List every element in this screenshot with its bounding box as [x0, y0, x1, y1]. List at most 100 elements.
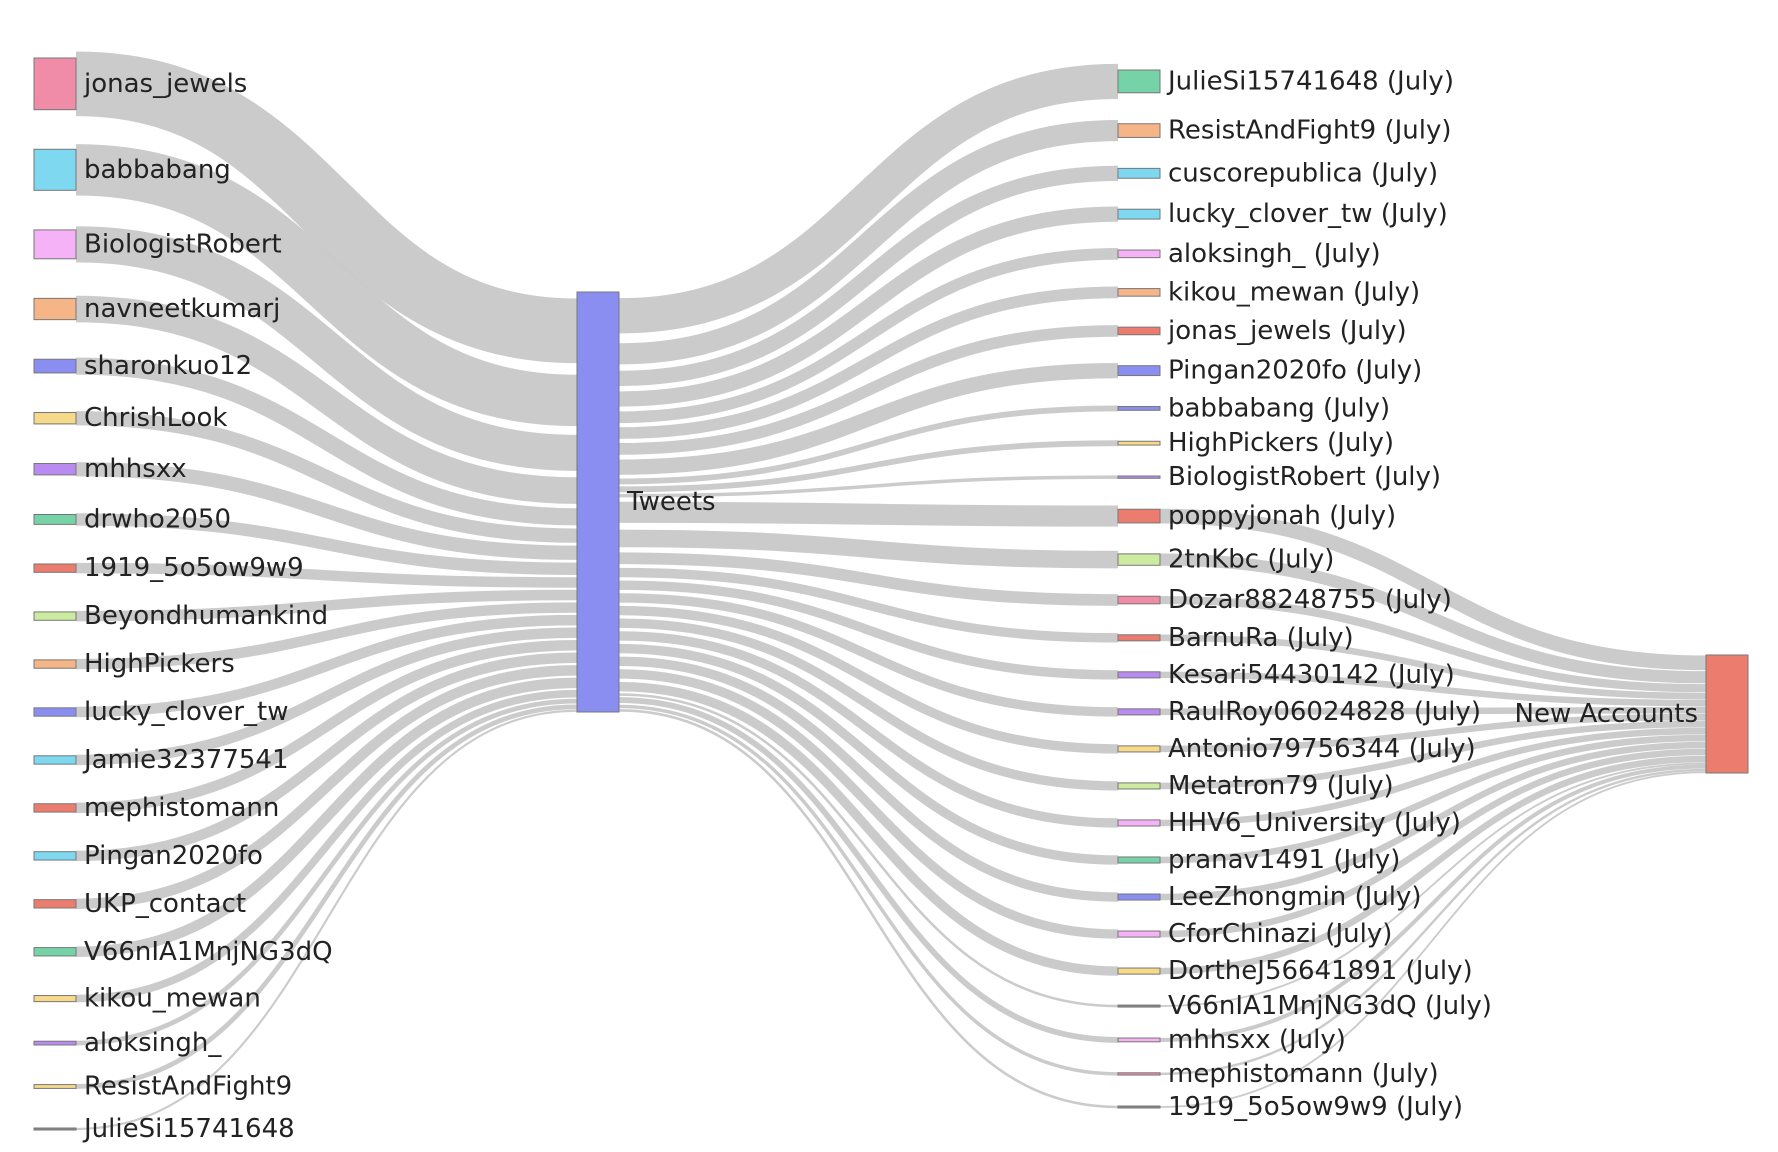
label-mhhsxx: mhhsxx: [84, 454, 187, 484]
node-mephistomann-july: [1117, 1072, 1161, 1076]
link-drwho2050-tweets: [75, 513, 578, 575]
node-aloksingh-july: [1117, 249, 1161, 259]
link-ukp-contact-tweets: [75, 665, 578, 910]
label-dorthej56641891-july: DortheJ56641891 (July): [1168, 956, 1473, 986]
node-barnura-july: [1117, 634, 1161, 642]
sankey-links: [75, 51, 1707, 1131]
link-chrishlook-tweets: [75, 411, 578, 543]
link-lucky-clover-tw-tweets: [75, 614, 578, 718]
link-hhv6-university-july-new-accounts: [1159, 727, 1707, 827]
label-drwho2050: drwho2050: [84, 504, 231, 534]
link-mephistomann-july-new-accounts: [1159, 768, 1707, 1076]
node-aloksingh: [33, 1040, 77, 1046]
label-chrishlook: ChrishLook: [84, 403, 227, 433]
link-pingan2020fo-tweets: [75, 652, 578, 862]
node-poppyjonah-july: [1117, 508, 1161, 524]
link-v66nia1mnjng3dq-july-new-accounts: [1159, 762, 1707, 1008]
link-1919-5o5ow9w9-july-new-accounts: [1159, 771, 1707, 1108]
label-babbabang-july: babbabang (July): [1168, 393, 1390, 423]
node-juliesi15741648: [33, 1127, 77, 1131]
label-leezhongmin-july: LeeZhongmin (July): [1168, 882, 1422, 912]
link-tweets-leezhongmin-july: [618, 656, 1119, 902]
link-mhhsxx-july-new-accounts: [1159, 764, 1707, 1042]
link-barnura-july-new-accounts: [1159, 634, 1707, 700]
node-cforchinazi-july: [1117, 930, 1161, 938]
label-cuscorepublica-july: cuscorepublica (July): [1168, 158, 1438, 188]
link-tweets-highpickers-july: [618, 440, 1119, 493]
node-lucky-clover-tw: [33, 707, 77, 717]
sankey-labels: jonas_jewelsbabbabangBiologistRobertnavn…: [82, 66, 1698, 1144]
label-poppyjonah-july: poppyjonah (July): [1168, 501, 1396, 531]
link-beyondhumankind-tweets: [75, 589, 578, 622]
node-mhhsxx-july: [1117, 1037, 1161, 1043]
label-mhhsxx-july: mhhsxx (July): [1168, 1025, 1346, 1055]
label-hhv6-university-july: HHV6_University (July): [1168, 808, 1461, 838]
link-leezhongmin-july-new-accounts: [1159, 741, 1707, 901]
label-kikou-mewan: kikou_mewan: [84, 984, 261, 1014]
link-jamie32377541-tweets: [75, 627, 578, 766]
link-poppyjonah-july-new-accounts: [1159, 508, 1707, 671]
link-juliesi15741648-tweets: [75, 709, 578, 1131]
node-v66nia1mnjng3dq-july: [1117, 1004, 1161, 1008]
node-mhhsxx: [33, 463, 77, 476]
node-antonio79756344-july: [1117, 745, 1161, 753]
label-juliesi15741648: JulieSi15741648: [82, 1114, 295, 1144]
label-juliesi15741648-july: JulieSi15741648 (July): [1166, 66, 1454, 96]
node-jamie32377541: [33, 755, 77, 765]
node-new-accounts: [1705, 654, 1749, 774]
link-metatron79-july-new-accounts: [1159, 720, 1707, 790]
link-v66nia1mnjng3dq-tweets: [75, 677, 578, 958]
node-pingan2020fo: [33, 851, 77, 861]
link-tweets-cuscorepublica-july: [618, 165, 1119, 386]
label-mephistomann: mephistomann: [84, 793, 279, 823]
node-v66nia1mnjng3dq: [33, 947, 77, 957]
label-pranav1491-july: pranav1491 (July): [1168, 845, 1400, 875]
link-kikou-mewan-tweets: [75, 689, 578, 1003]
node-jonas-jewels-july: [1117, 326, 1161, 336]
link-tweets-1919-5o5ow9w9-july: [618, 709, 1119, 1109]
node-lucky-clover-tw-july: [1117, 208, 1161, 220]
label-metatron79-july: Metatron79 (July): [1168, 771, 1394, 801]
link-tweets-metatron79-july: [618, 618, 1119, 791]
link-aloksingh-tweets: [75, 698, 578, 1046]
link-tweets-2tnkbc-july: [618, 529, 1119, 569]
node-1919-5o5ow9w9: [33, 563, 77, 573]
sankey-nodes: [33, 57, 1749, 1131]
link-mephistomann-tweets: [75, 640, 578, 814]
node-kikou-mewan: [33, 995, 77, 1003]
link-tweets-dorthej56641891-july: [618, 681, 1119, 976]
node-leezhongmin-july: [1117, 893, 1161, 901]
node-kikou-mewan-july: [1117, 288, 1161, 297]
node-resistandfight9-july: [1117, 123, 1161, 138]
link-tweets-raulroy06024828-july: [618, 593, 1119, 717]
label-jonas-jewels-july: jonas_jewels (July): [1167, 316, 1407, 346]
label-new-accounts: New Accounts: [1515, 699, 1699, 729]
node-2tnkbc-july: [1117, 553, 1161, 566]
label-resistandfight9-july: ResistAndFight9 (July): [1168, 116, 1452, 146]
link-jonas-jewels-tweets: [75, 51, 578, 364]
node-babbabang-july: [1117, 406, 1161, 411]
link-tweets-kikou-mewan-july: [618, 286, 1119, 439]
node-babbabang: [33, 148, 77, 191]
label-biologistrobert: BiologistRobert: [84, 229, 282, 259]
link-tweets-barnura-july: [618, 567, 1119, 643]
label-lucky-clover-tw-july: lucky_clover_tw (July): [1168, 199, 1448, 229]
link-dozar88248755-july-new-accounts: [1159, 595, 1707, 693]
label-beyondhumankind: Beyondhumankind: [84, 601, 328, 631]
label-pingan2020fo: Pingan2020fo: [84, 841, 263, 871]
node-ukp-contact: [33, 899, 77, 909]
label-pingan2020fo-july: Pingan2020fo (July): [1168, 356, 1422, 386]
label-ukp-contact: UKP_contact: [84, 889, 246, 919]
label-barnura-july: BarnuRa (July): [1168, 623, 1354, 653]
node-drwho2050: [33, 514, 77, 525]
link-tweets-kesari54430142-july: [618, 580, 1119, 680]
node-mephistomann: [33, 803, 77, 813]
label-highpickers-july: HighPickers (July): [1168, 428, 1394, 458]
label-cforchinazi-july: CforChinazi (July): [1168, 919, 1392, 949]
link-tweets-mephistomann-july: [618, 704, 1119, 1076]
node-biologistrobert: [33, 229, 77, 260]
label-v66nia1mnjng3dq: V66nIA1MnjNG3dQ: [84, 937, 333, 967]
link-resistandfight9-tweets: [75, 704, 578, 1089]
node-dozar88248755-july: [1117, 595, 1161, 605]
